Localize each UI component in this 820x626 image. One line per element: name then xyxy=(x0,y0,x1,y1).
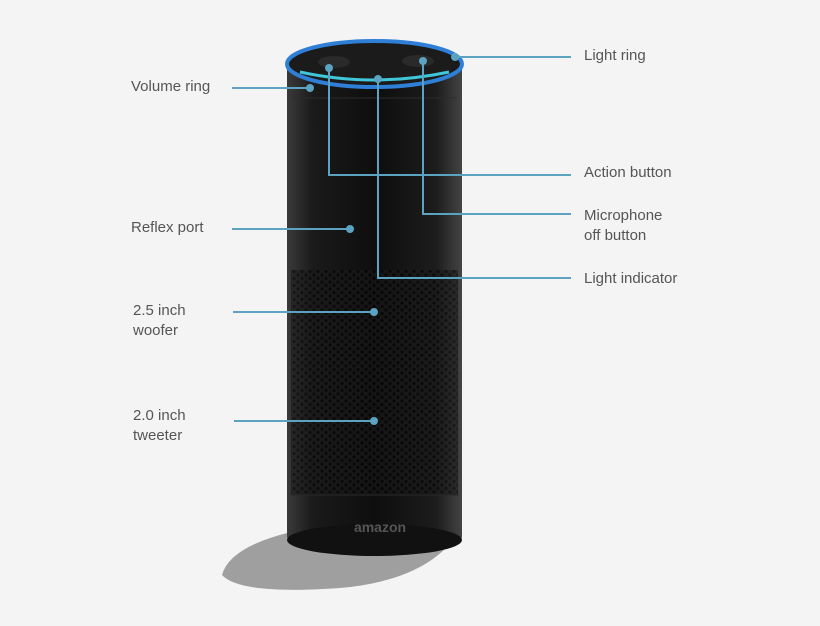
light-ring-shape xyxy=(285,39,464,89)
label-microphone-off: Microphone off button xyxy=(584,207,663,244)
label-action-button: Action button xyxy=(584,164,672,181)
label-woofer: 2.5 inch woofer xyxy=(133,302,186,339)
label-reflex-port: Reflex port xyxy=(131,219,204,236)
label-light-ring: Light ring xyxy=(584,47,646,64)
label-light-indicator: Light indicator xyxy=(584,270,678,287)
callout-lines xyxy=(232,56,571,422)
label-volume-ring: Volume ring xyxy=(131,78,211,95)
callout-dots xyxy=(306,53,459,425)
label-tweeter: 2.0 inch tweeter xyxy=(133,407,186,444)
amazon-logo: amazon xyxy=(354,519,406,535)
